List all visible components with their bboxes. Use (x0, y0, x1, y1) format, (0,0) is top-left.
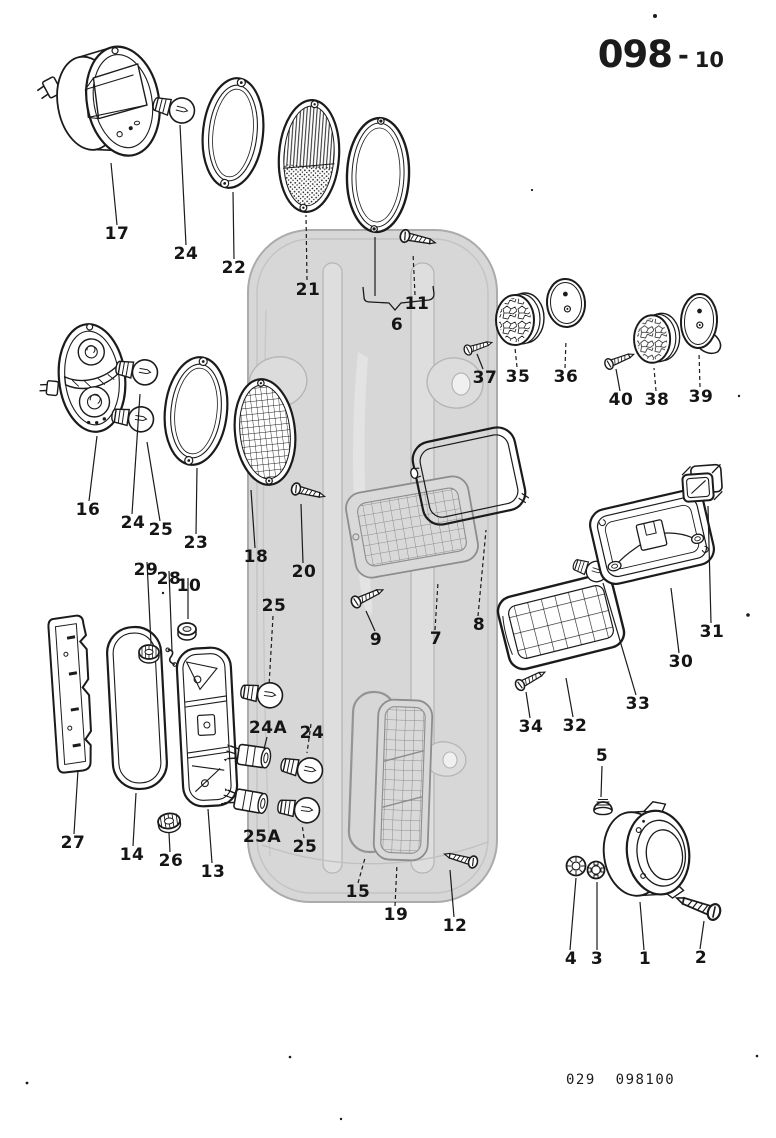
part-28-clip (165, 647, 178, 667)
part-39-backing-plate (679, 293, 722, 355)
part-16-lamp-housing (39, 323, 127, 433)
part-2-screw (672, 889, 724, 923)
part-7-lens-ghost (345, 475, 479, 579)
part-21-lens (277, 98, 341, 214)
part-17-lamp-housing (36, 45, 161, 157)
bracket-6 (362, 285, 435, 311)
header-dash: - (677, 41, 689, 71)
part-10-nut (177, 622, 197, 641)
part-30-lamp-housing (589, 489, 715, 585)
part-40-screw (602, 348, 637, 372)
part-22-seal (201, 77, 265, 189)
part-26-nut (157, 812, 182, 834)
part-18-lens (233, 378, 297, 486)
part-35-reflector (495, 292, 545, 346)
part-19-lens-ghost (372, 698, 434, 862)
part-27-mounting-plate (47, 614, 92, 774)
part-13-bulb-carrier (175, 646, 239, 808)
part-34-screw (512, 666, 549, 693)
part-38-reflector (633, 312, 681, 364)
part-32-lens (496, 573, 626, 671)
part-23-seal (163, 356, 229, 466)
part-36-backing-plate (545, 278, 587, 328)
part-3-lock-nut (586, 860, 606, 880)
part-29-nut (138, 644, 160, 664)
page-number-header: 098 - 10 (598, 36, 724, 73)
part-6-lens-ring (345, 116, 411, 234)
footer-part-code: 029 098100 (566, 1072, 676, 1088)
part-1-lamp-housing (602, 801, 691, 899)
scan-specks (25, 14, 759, 1121)
part-5-grommet (593, 799, 613, 816)
callout-leader-lines (73, 124, 712, 951)
header-page-number: 10 (694, 48, 724, 72)
part-8-seal (410, 426, 530, 526)
part-31-rubber-cap (681, 463, 723, 503)
part-14-seal (106, 625, 168, 791)
header-section-code: 098 (597, 33, 673, 76)
part-4-nut (565, 855, 587, 877)
